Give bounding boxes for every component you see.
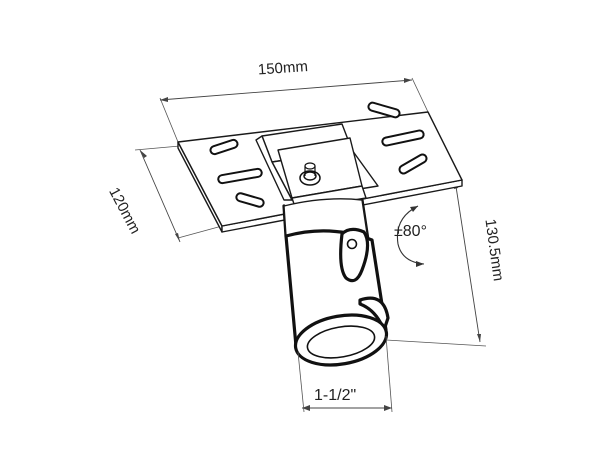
bracket: [277, 137, 367, 211]
depth-label: 120mm: [105, 185, 143, 237]
mounting-slots: [209, 101, 428, 208]
rotation-indicator: ±80°: [394, 205, 427, 267]
bolt: [299, 162, 321, 186]
tube-label: 1-1/2": [314, 387, 356, 404]
swivel-tube: [282, 198, 390, 367]
height-label: 130.5mm: [481, 218, 507, 282]
ceiling-plate: [177, 101, 463, 233]
width-label: 150mm: [257, 58, 308, 78]
width-dimension: 150mm: [159, 58, 429, 143]
tube-dimension: 1-1/2": [297, 335, 393, 413]
rotation-arrow-icon: [396, 205, 425, 265]
height-dimension: 130.5mm: [385, 179, 507, 347]
rotation-label: ±80°: [394, 223, 427, 240]
tube-opening: [293, 313, 389, 367]
